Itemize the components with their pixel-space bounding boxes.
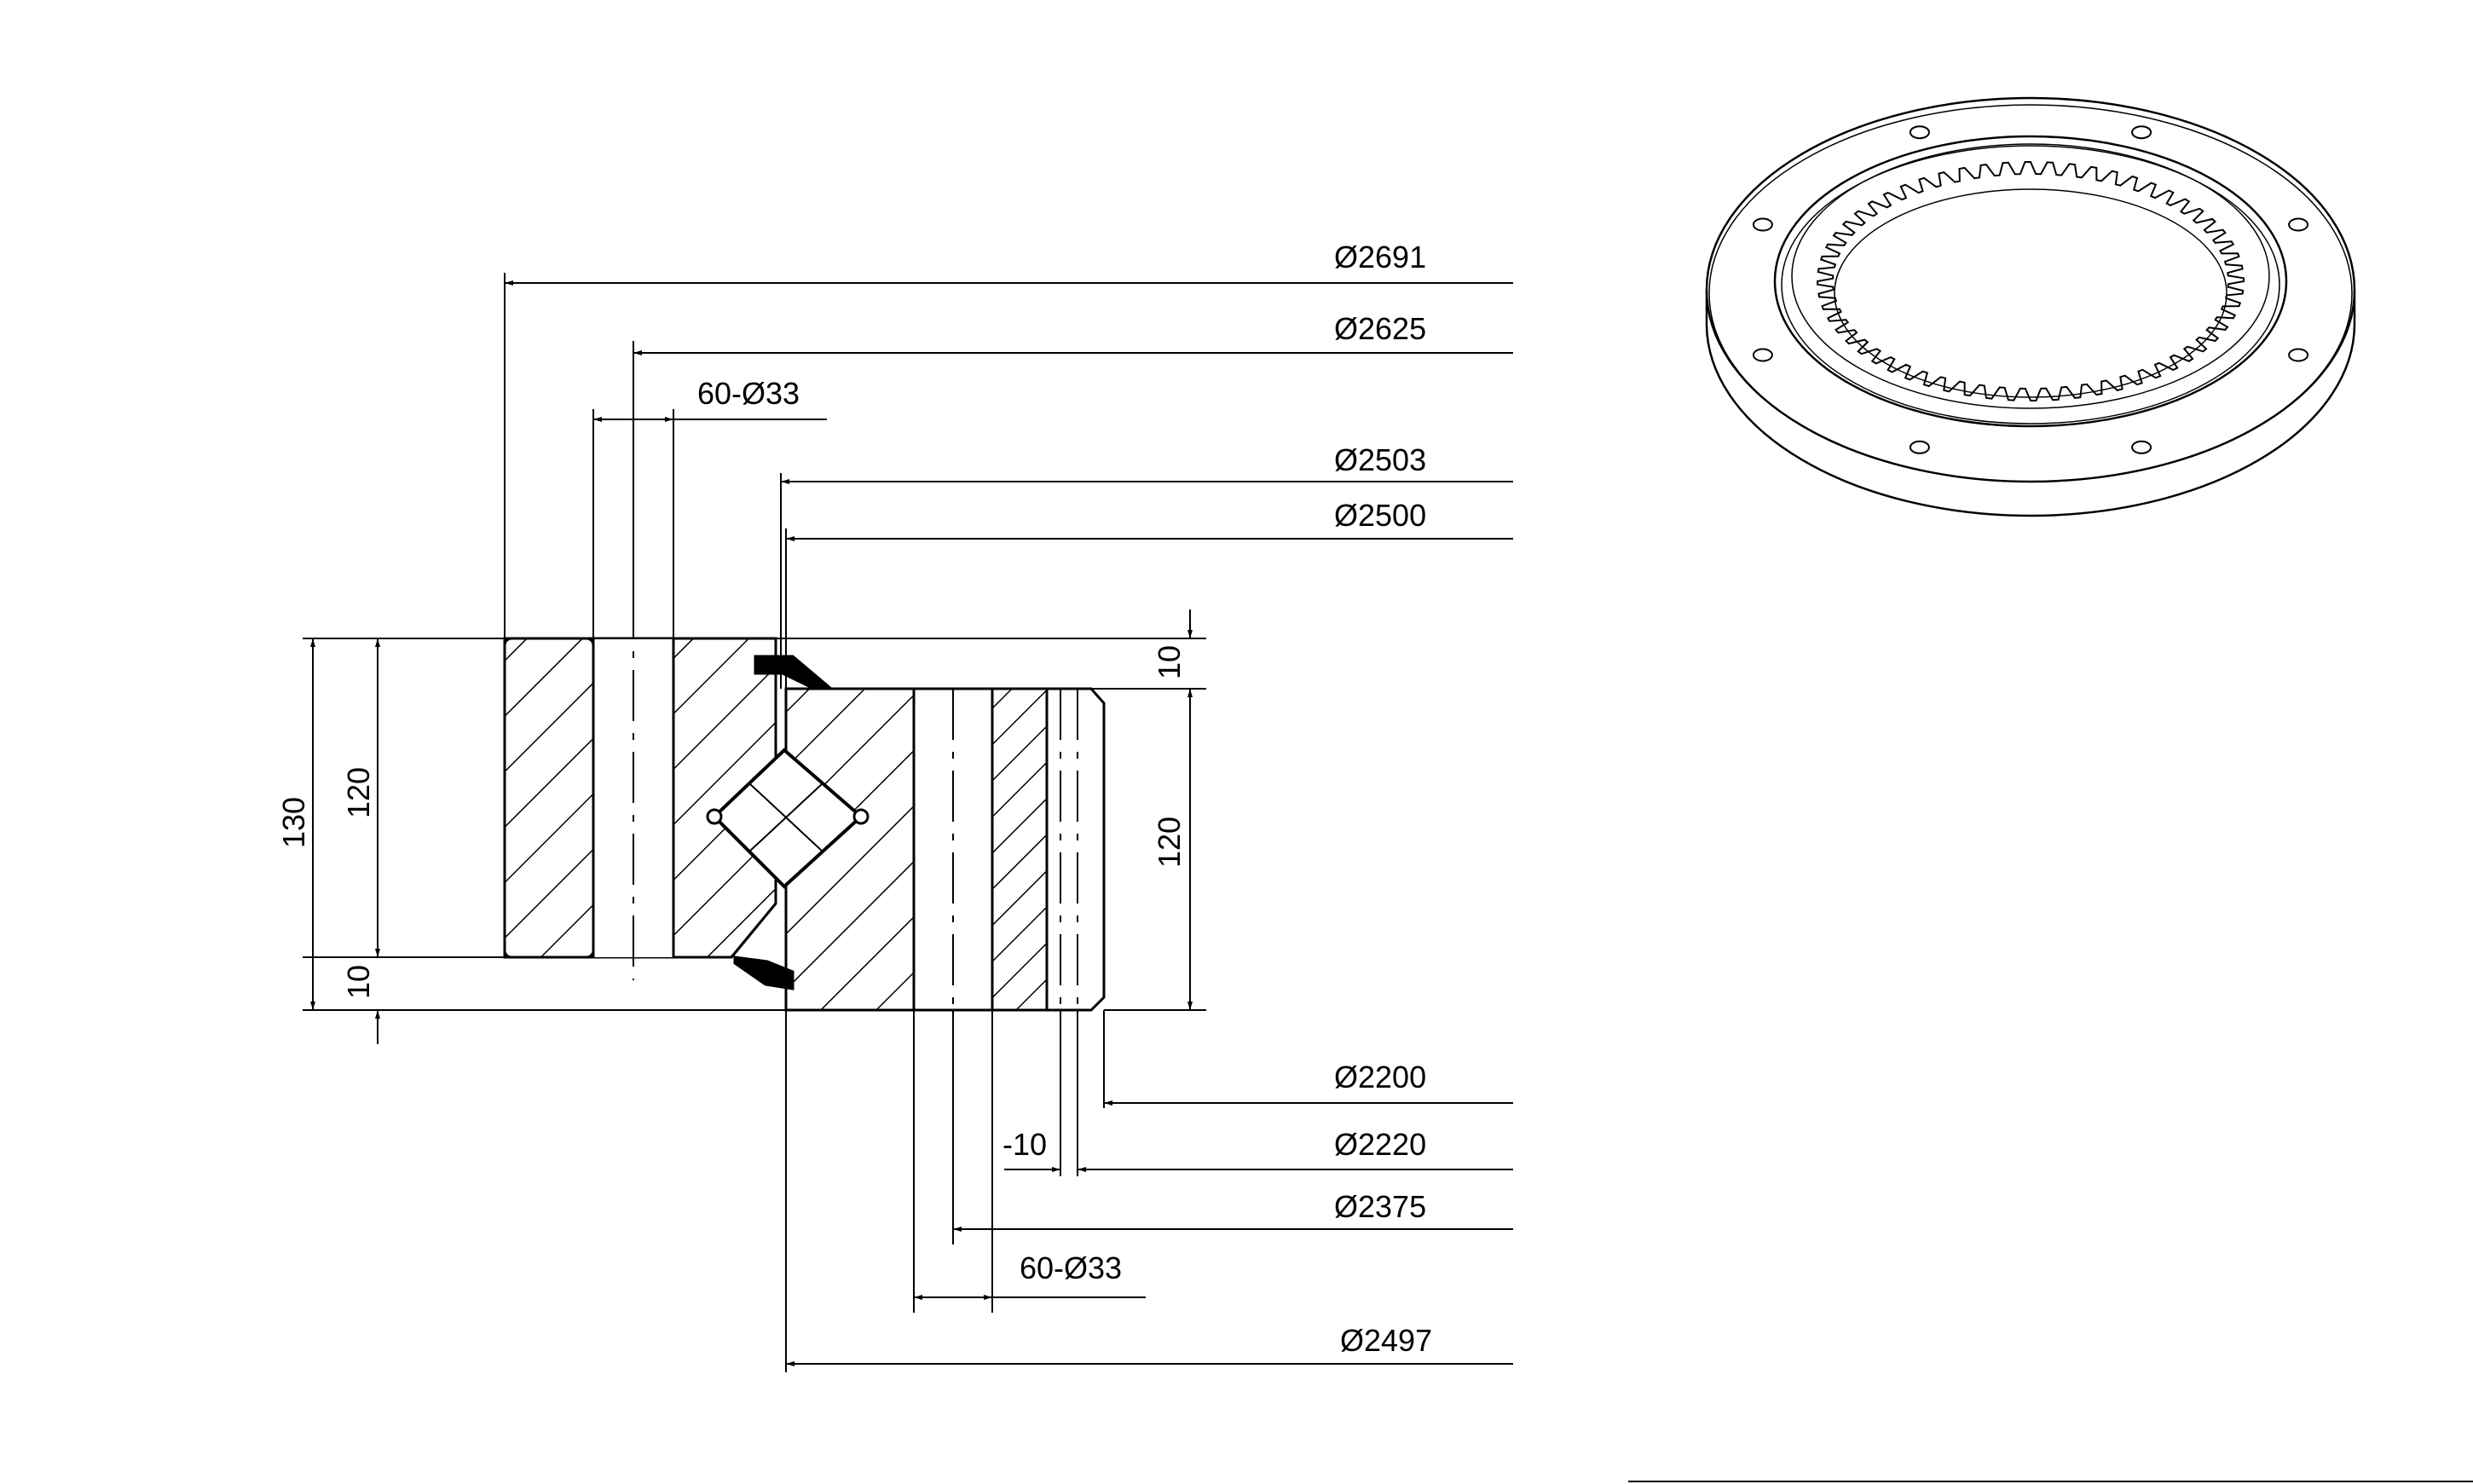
dim-outer-holes: 60-Ø33 <box>697 376 800 411</box>
dim-tip-tolerance: -10 <box>1002 1127 1047 1162</box>
dim-gear-tip-diameter: Ø2220 <box>1334 1127 1426 1162</box>
dim-outer-diameter: Ø2691 <box>1334 240 1426 274</box>
dim-gear-root-diameter: Ø2200 <box>1334 1060 1426 1094</box>
mounting-holes <box>1752 125 2309 454</box>
dim-outer-ring-bore: Ø2503 <box>1334 442 1426 477</box>
inner-bolt-hole <box>912 687 994 1012</box>
dimension-labels: Ø2691 Ø2625 60-Ø33 Ø2503 Ø2500 10 120 13… <box>276 240 1432 1358</box>
gear-teeth <box>1816 161 2245 401</box>
flange-hole <box>1909 125 1930 140</box>
outer-ring-side <box>1705 290 2356 517</box>
seals <box>733 655 835 990</box>
cross-section <box>503 588 1106 1012</box>
dim-inner-ring-height: 120 <box>1152 817 1187 868</box>
flange-hole <box>1752 348 1773 362</box>
dim-raceway-diameter: Ø2500 <box>1334 498 1426 533</box>
flange-hole <box>2288 348 2309 362</box>
roller-element <box>706 748 870 889</box>
flange-hole <box>1909 440 1930 454</box>
flange-hole <box>1752 217 1773 232</box>
outer-bolt-hole <box>592 588 675 980</box>
dimension-lines <box>303 273 1513 1372</box>
raceway-ring <box>1773 135 2288 428</box>
dim-inner-bolt-circle: Ø2375 <box>1334 1189 1426 1224</box>
dim-outer-bolt-circle: Ø2625 <box>1334 311 1426 346</box>
dim-total-height: 130 <box>276 797 311 848</box>
dim-outer-ring-height: 120 <box>341 767 376 818</box>
flange-hole <box>2131 125 2152 140</box>
dim-inner-holes: 60-Ø33 <box>1020 1250 1122 1285</box>
dim-bottom-gap: 10 <box>341 965 376 999</box>
bearing-isometric-view <box>1705 96 2356 517</box>
flange-hole <box>2288 217 2309 232</box>
dim-gap-height: 10 <box>1152 645 1187 679</box>
internal-gear <box>1816 161 2245 401</box>
gear-bore <box>1834 188 2227 398</box>
flange-hole <box>2131 440 2152 454</box>
dim-inner-ring-outer-diameter: Ø2497 <box>1340 1323 1432 1358</box>
